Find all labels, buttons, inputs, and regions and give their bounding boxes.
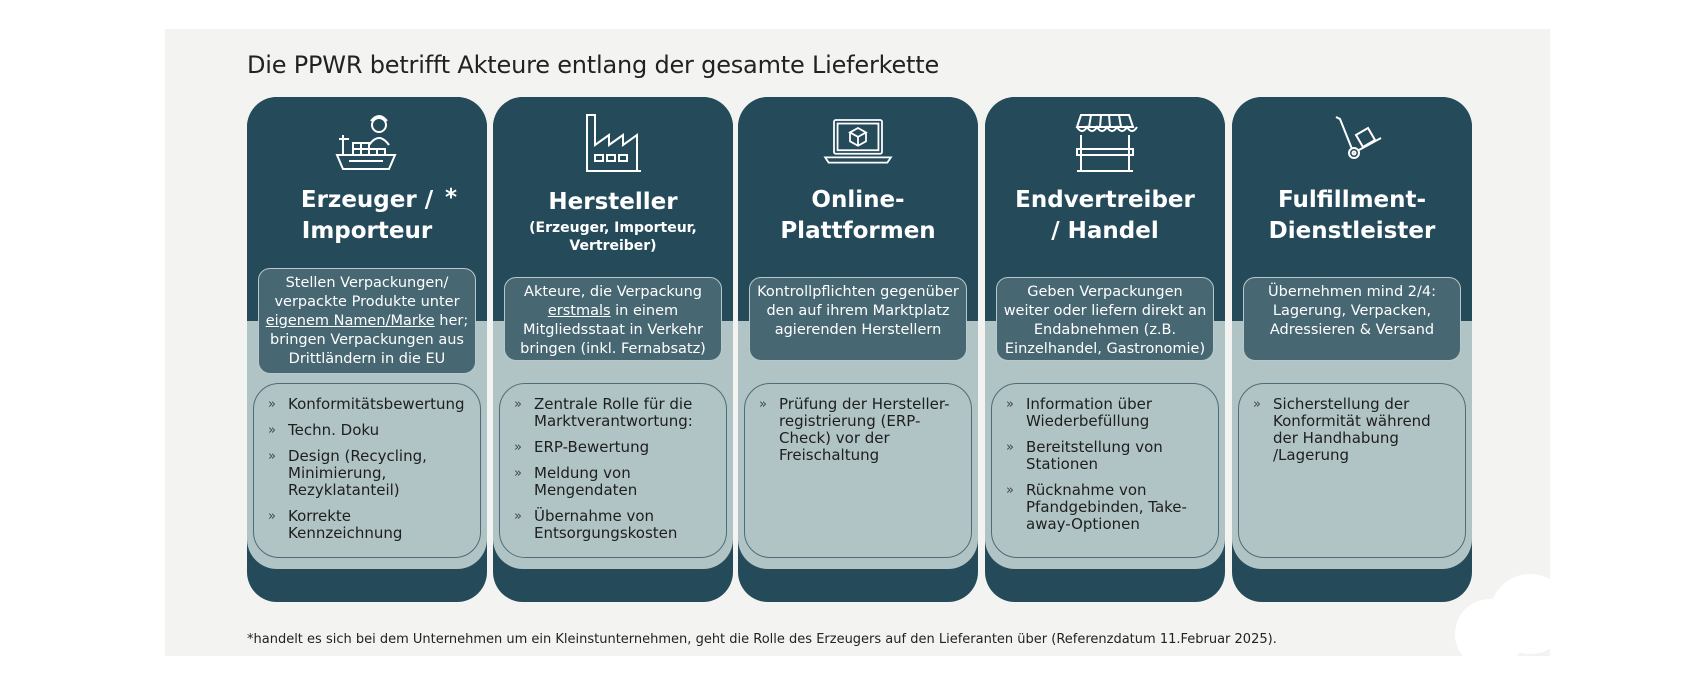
card-description: Geben Verpackungen weiter oder liefern d… <box>996 277 1214 361</box>
footnote: *handelt es sich bei dem Unternehmen um … <box>247 632 1277 647</box>
card-heading: Fulfillment- Dienstleister <box>1268 187 1436 244</box>
card-subheading: (Erzeuger, Importeur, Vertreiber) <box>529 220 697 254</box>
list-item: »Korrekte Kennzeichnung <box>268 507 403 542</box>
list-item: »Rücknahme von Pfandgebinden, Take-away-… <box>1006 481 1187 533</box>
list-item: »Design (Recycling, Minimierung, Rezykla… <box>268 447 427 499</box>
card-bullet-list: »Prüfung der Hersteller-registrierung (E… <box>744 383 972 558</box>
card-hersteller: Hersteller (Erzeuger, Importeur, Vertrei… <box>493 97 733 602</box>
card-bullet-list: »Konformitätsbewertung »Techn. Doku »Des… <box>253 383 481 558</box>
list-item: »Meldung von Mengendaten <box>514 464 638 499</box>
list-item: »Techn. Doku <box>268 421 380 439</box>
list-item: »Information über Wiederbefüllung <box>1006 395 1153 430</box>
slide: Die PPWR betrifft Akteure entlang der ge… <box>165 29 1550 656</box>
card-heading: Erzeuger / Importeur <box>300 187 434 244</box>
footnote-star: * <box>445 185 458 211</box>
card-description: Kontrollpflichten gegenüber den auf ihre… <box>749 277 967 361</box>
list-item: »Übernahme von Entsorgungskosten <box>514 507 678 542</box>
card-fulfillment-dienstleister: Fulfillment- Dienstleister Übernehmen mi… <box>1232 97 1472 602</box>
card-bullet-list: »Sicherstellung der Konformität während … <box>1238 383 1466 558</box>
card-bullet-list: »Information über Wiederbefüllung »Berei… <box>991 383 1219 558</box>
list-item: »Zentrale Rolle für die Marktverantwortu… <box>514 395 693 430</box>
slide-title: Die PPWR betrifft Akteure entlang der ge… <box>247 51 940 79</box>
card-description: Akteure, die Verpackung erstmals in eine… <box>504 277 722 361</box>
list-item: »Bereitstellung von Stationen <box>1006 438 1163 473</box>
card-endvertreiber-handel: Endvertreiber / Handel Geben Verpackunge… <box>985 97 1225 602</box>
list-item: »Konformitätsbewertung <box>268 395 465 413</box>
ship-worker-icon <box>247 109 487 179</box>
factory-icon <box>493 109 733 179</box>
card-description: Stellen Verpackungen/ verpackte Produkte… <box>258 268 476 374</box>
list-item: »ERP-Bewertung <box>514 438 650 456</box>
card-heading: Endvertreiber / Handel <box>1015 187 1195 244</box>
decorative-cloud-shape <box>1490 574 1550 654</box>
list-item: »Prüfung der Hersteller-registrierung (E… <box>759 395 950 464</box>
card-heading: Hersteller <box>548 189 678 215</box>
list-item: »Sicherstellung der Konformität während … <box>1253 395 1431 464</box>
hand-truck-icon <box>1232 109 1472 179</box>
laptop-package-icon <box>738 109 978 179</box>
card-description: Übernehmen mind 2/4: Lagerung, Verpacken… <box>1243 277 1461 361</box>
card-online-plattformen: Online- Plattformen Kontrollpflichten ge… <box>738 97 978 602</box>
market-stall-icon <box>985 109 1225 179</box>
card-heading: Online- Plattformen <box>780 187 936 244</box>
card-bullet-list: »Zentrale Rolle für die Marktverantwortu… <box>499 383 727 558</box>
card-erzeuger-importeur: Erzeuger / Importeur * Stellen Verpackun… <box>247 97 487 602</box>
actor-cards: Erzeuger / Importeur * Stellen Verpackun… <box>247 97 1472 602</box>
